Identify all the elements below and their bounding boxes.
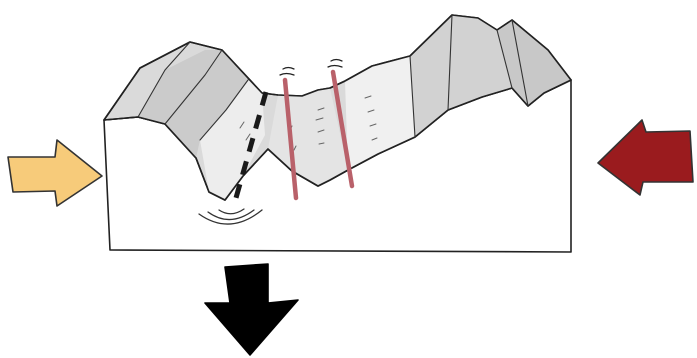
hinge-line-1	[137, 41, 191, 118]
shade-band-crest	[410, 15, 512, 137]
front-top-edge	[103, 79, 572, 201]
wave-marks	[198, 208, 263, 225]
hinge-line-4	[409, 55, 416, 138]
fault-line	[231, 91, 269, 206]
hinge-line-2	[164, 49, 223, 125]
hinge-line-6	[496, 29, 513, 89]
surface-outline	[103, 14, 572, 121]
shade-band-left	[138, 50, 248, 158]
vertical-lines	[282, 69, 355, 201]
shade-band-trough	[200, 80, 265, 200]
hinge-line-3	[199, 79, 249, 141]
arrow-left	[7, 139, 103, 207]
shade-band-right	[345, 56, 415, 170]
hinge-line-5	[447, 14, 453, 111]
hinge-line-7	[511, 19, 529, 107]
vertical-line-caps	[279, 58, 343, 76]
vertical-line-left	[282, 77, 299, 201]
surface-texture	[239, 95, 378, 151]
arrow-bottom	[204, 263, 299, 356]
vertical-line-right	[330, 69, 355, 189]
arrow-right	[597, 119, 694, 196]
